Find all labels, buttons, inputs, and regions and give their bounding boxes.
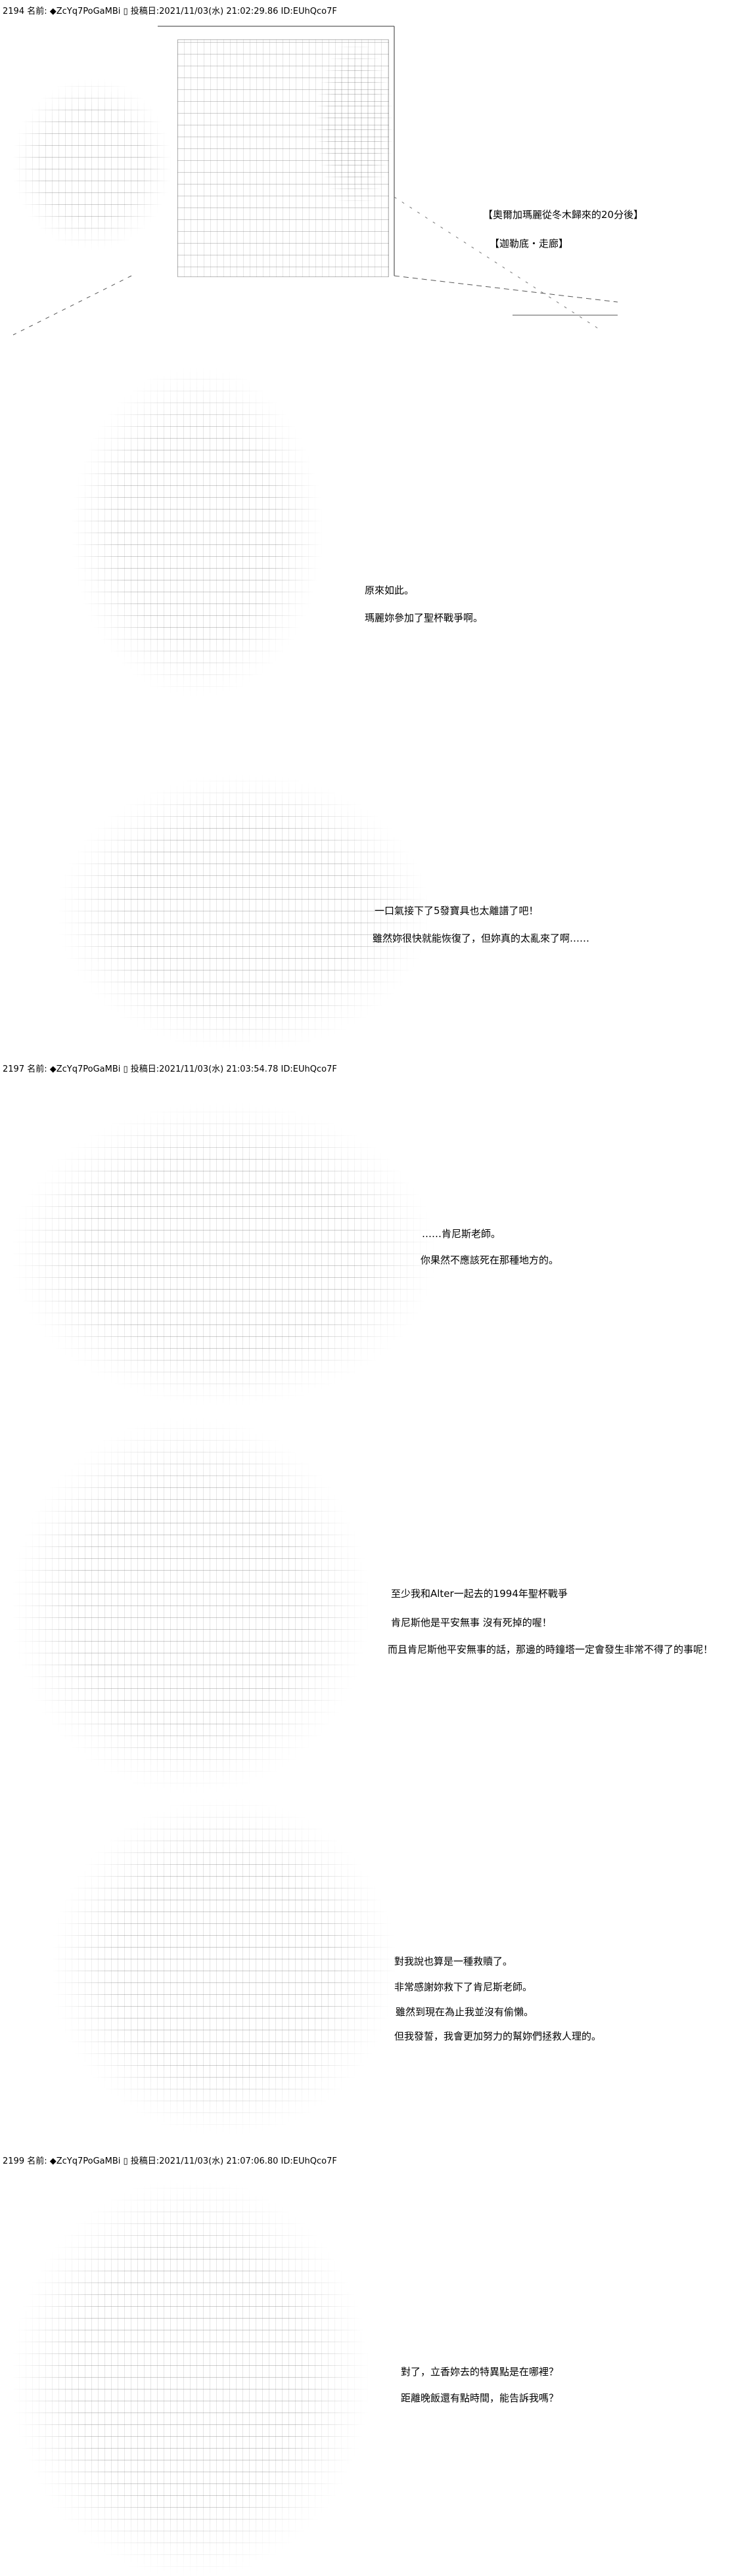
dialogue-line: 瑪麗妳參加了聖杯戰爭啊。 [365, 612, 484, 624]
dialogue-line: 距離晚飯還有點時間，能告訴我嗎？ [401, 2392, 559, 2404]
ascii-art-character [13, 2180, 368, 2576]
dialogue-line: 原來如此。 [365, 584, 415, 596]
dialogue-line: 雖然妳很快就能恢復了，但妳真的太亂來了啊…… [373, 932, 590, 944]
ascii-art-corridor-left [13, 79, 171, 250]
dialogue-line: 你果然不應該死在那種地方的。 [421, 1254, 559, 1266]
dialogue-line: 對了，立香妳去的特異點是在哪裡？ [401, 2366, 559, 2378]
corridor-perspective-lines [12, 26, 618, 336]
post-header: 2194 名前: ◆ZcYq7PoGaMBi ▯ 投稿日:2021/11/03(… [3, 7, 337, 16]
ascii-art-corridor-right [315, 39, 394, 210]
dialogue-line: 一口氣接下了5發寶具也太離譜了吧！ [375, 905, 539, 917]
dialogue-line: 對我說也算是一種救贖了。 [394, 1955, 513, 1967]
ascii-art-character [59, 775, 427, 1051]
scene-caption: 【迦勒底・走廊】 [490, 238, 569, 250]
dialogue-line: 非常感謝妳救下了肯尼斯老師。 [394, 1981, 533, 1993]
dialogue-line: 至少我和Alter一起去的1994年聖杯戰爭 [391, 1588, 568, 1600]
dialogue-line: 肯尼斯他是平安無事 沒有死掉的喔！ [391, 1617, 552, 1628]
ascii-art-character [13, 1103, 434, 1405]
ascii-art-character [53, 1799, 394, 2134]
dialogue-line: ……肯尼斯老師。 [422, 1228, 501, 1240]
ascii-art-corridor-door [177, 39, 389, 277]
dialogue-line: 雖然到現在為止我並沒有偷懶。 [396, 2006, 534, 2018]
dialogue-line: 而且肯尼斯他平安無事的話，那邊的時鐘塔一定會發生非常不得了的事呢！ [388, 1644, 714, 1655]
dialogue-line: 但我發誓，我會更加努力的幫妳們拯救人理的。 [394, 2030, 602, 2042]
post-header: 2199 名前: ◆ZcYq7PoGaMBi ▯ 投稿日:2021/11/03(… [3, 2156, 337, 2166]
ascii-art-character [72, 368, 322, 696]
scene-caption: 【奧爾加瑪麗從冬木歸來的20分後】 [483, 209, 644, 221]
post-header: 2197 名前: ◆ZcYq7PoGaMBi ▯ 投稿日:2021/11/03(… [3, 1064, 337, 1074]
ascii-art-character [13, 1418, 368, 1793]
